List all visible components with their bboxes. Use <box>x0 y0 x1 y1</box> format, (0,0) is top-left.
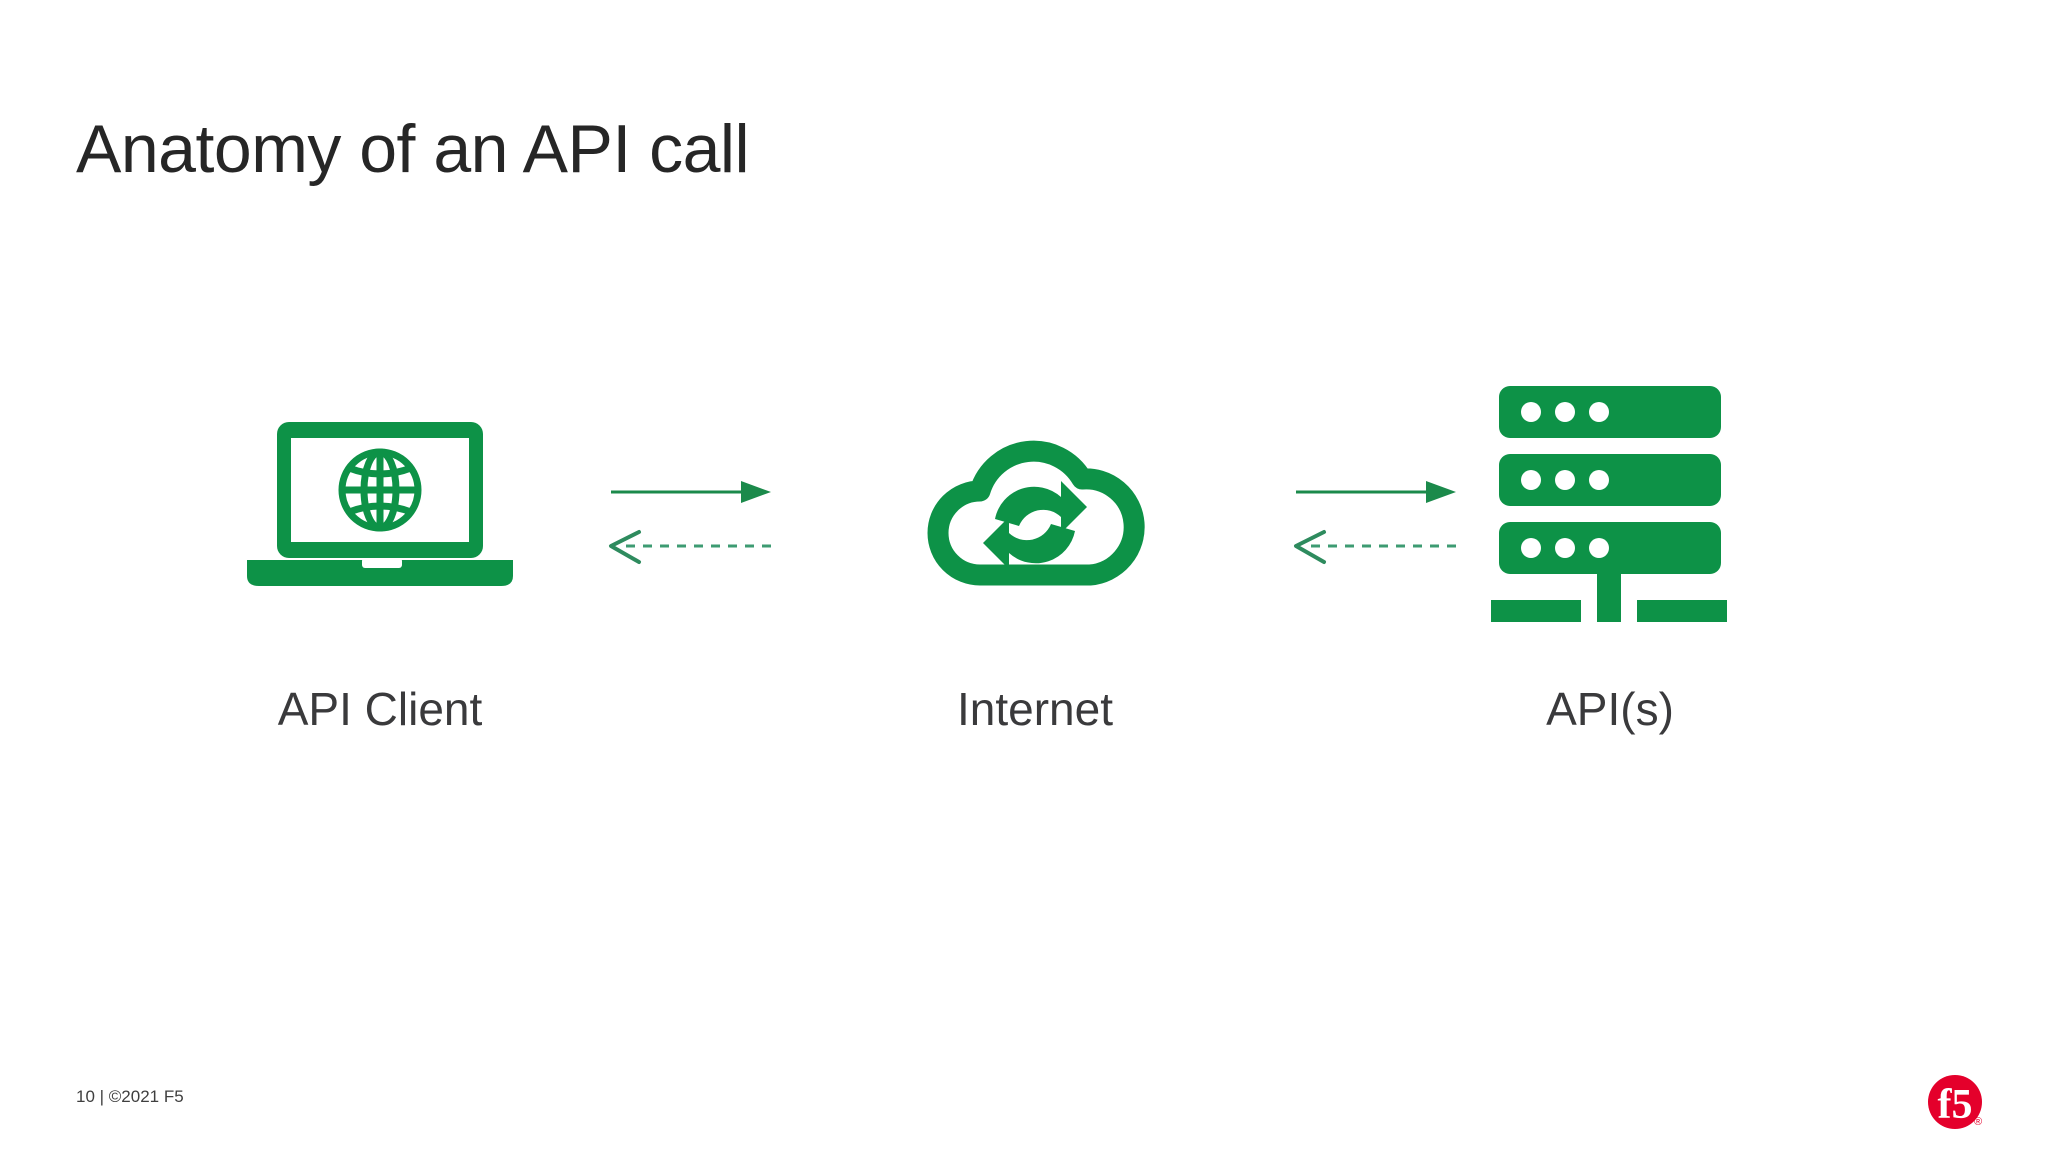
request-arrow-right-solid <box>1296 481 1456 503</box>
laptop-globe-icon <box>247 422 513 586</box>
diagram-node-label-internet: Internet <box>957 683 1113 735</box>
api-call-flow-diagram: API Client Internet <box>0 380 2048 860</box>
connector-client-to-internet <box>605 470 775 580</box>
diagram-node-label-api-client: API Client <box>277 683 483 735</box>
response-arrow-left-dashed <box>609 530 771 564</box>
f5-logo-text: f5 <box>1938 1082 1973 1128</box>
server-stack-icon <box>1491 386 1727 622</box>
cloud-sync-icon-wrap <box>845 380 1225 630</box>
diagram-node-apis: API(s) <box>1420 380 1800 736</box>
cloud-sync-icon <box>927 440 1145 586</box>
registered-trademark-icon: ® <box>1974 1116 1982 1128</box>
f5-logo-icon: f5 ® <box>1928 1075 1982 1129</box>
diagram-node-label-apis: API(s) <box>1546 683 1674 735</box>
diagram-node-api-client: API Client <box>190 380 570 736</box>
laptop-globe-icon-wrap <box>190 380 570 630</box>
response-arrow-left-dashed <box>1294 530 1456 564</box>
connector-arrows-group <box>609 481 771 564</box>
diagram-node-internet: Internet <box>845 380 1225 736</box>
f5-logo: f5 ® <box>1926 1073 1988 1135</box>
server-stack-icon-wrap <box>1420 380 1800 630</box>
connector-arrows-group <box>1294 481 1456 564</box>
footer-slide-number-copyright: 10 | ©2021 F5 <box>76 1087 184 1106</box>
connector-internet-to-apis <box>1290 470 1460 580</box>
page-title: Anatomy of an API call <box>76 111 750 187</box>
request-arrow-right-solid <box>611 481 771 503</box>
